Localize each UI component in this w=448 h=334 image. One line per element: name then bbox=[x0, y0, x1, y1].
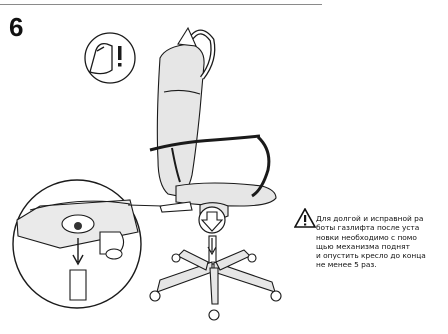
zoom-leader bbox=[128, 205, 162, 206]
caution-line: щью механизма поднят bbox=[316, 242, 448, 251]
caution-line: и опустить кресло до конца bbox=[316, 251, 448, 260]
caution-line: новки необходимо с помо bbox=[316, 233, 448, 242]
caution-note: Для долгой и исправной ра боты газлифта … bbox=[294, 208, 448, 278]
caution-line: Для долгой и исправной ра bbox=[316, 214, 448, 223]
warning-triangle-icon bbox=[294, 208, 316, 228]
push-down-arrow-icon bbox=[199, 207, 225, 233]
press-hand-icon bbox=[85, 33, 135, 83]
mechanism-detail-zoom bbox=[13, 180, 141, 308]
chair-drawing bbox=[150, 44, 281, 320]
caution-line: боты газлифта после уста bbox=[316, 223, 448, 232]
caution-text: Для долгой и исправной ра боты газлифта … bbox=[316, 214, 448, 270]
caution-line: не менее 5 раз. bbox=[316, 260, 448, 269]
